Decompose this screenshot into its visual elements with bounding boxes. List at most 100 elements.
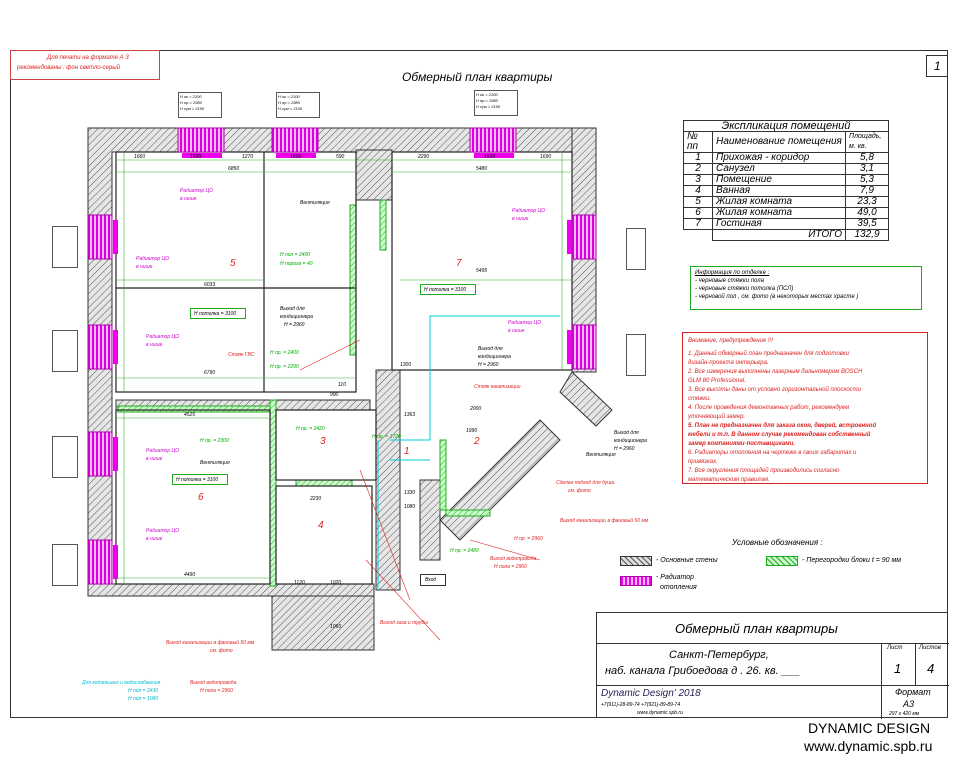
win-spec-w: Н пр = 2980 xyxy=(180,100,202,105)
kanal-photo-2: Выход водопровода xyxy=(190,680,237,686)
windows-top xyxy=(177,127,517,153)
finish-info-box: Информация по отделке : - черновые стяжк… xyxy=(690,266,922,310)
legend-radiator-swatch xyxy=(620,576,652,586)
row-name: Санузел xyxy=(712,163,846,175)
hpr-1720: Н пр. = 1720 xyxy=(372,434,401,440)
radiator-label-f2: в нише xyxy=(512,216,529,222)
dim-110: 110 xyxy=(338,382,346,388)
explication-title: Экспликация помещений xyxy=(683,120,889,132)
finish-info-line: - черновой пол , см. фото (в некоторых м… xyxy=(695,294,859,300)
dim-1300: 1300 xyxy=(400,362,412,368)
notes-line: 4. После проведения демонтажных работ, р… xyxy=(688,405,850,411)
tb-format: А3 xyxy=(903,699,915,709)
win-spec-right-1 xyxy=(626,228,646,270)
win-spec-w: Н пр = 2980 xyxy=(476,98,498,103)
win-spec-c: Н сум = 2100 xyxy=(278,106,303,111)
notes-line: математическим правилам. xyxy=(688,477,770,483)
col-no: № пп xyxy=(683,131,713,153)
row-area: 3,1 xyxy=(845,163,889,175)
row-area: 23,3 xyxy=(845,196,889,208)
dim-5480: 5480 xyxy=(476,166,488,172)
row-name: Жилая комната xyxy=(712,196,846,208)
partitions xyxy=(117,199,491,587)
hpr-2420: Н пр. = 2420 xyxy=(296,426,325,432)
notes-line: 7. Все округления площадей производились… xyxy=(688,468,840,474)
notes-title: Внимание, предупреждение !!! xyxy=(688,338,773,344)
row-no: 4 xyxy=(683,185,713,197)
heating-sub-1: Н пол = 2430 xyxy=(128,688,159,694)
kanal-photo-ref: см. фото xyxy=(210,648,233,654)
notes-line: привязках. xyxy=(688,459,718,465)
finish-info-line: - черновые стяжки потолка (ПСЛ) xyxy=(695,286,794,292)
dim-4490: 4490 xyxy=(184,572,196,578)
legend-main-walls-swatch xyxy=(620,556,652,566)
pipes xyxy=(377,315,560,590)
win-spec-right-2 xyxy=(626,334,646,376)
leader-lines xyxy=(299,339,541,641)
win-spec-left-3 xyxy=(52,436,78,478)
dim-1020: 1020 xyxy=(330,580,342,586)
hpor-40: Н порога = 40 xyxy=(280,261,313,267)
dim-top-6: 2290 xyxy=(418,154,430,160)
dim-top-3: 1270 xyxy=(242,154,254,160)
h-pr-note: Н пр. = 2960 xyxy=(514,536,543,542)
dim-1330: 1330 xyxy=(404,490,416,496)
sewer-photo: Сделан подход для душа xyxy=(556,480,615,486)
entrance-box xyxy=(420,574,446,586)
ventilation-label-3: Вентиляция xyxy=(586,452,616,458)
row-name: Ванная xyxy=(712,185,846,197)
dim-top-8: 1690 xyxy=(540,154,552,160)
radiator-label-c2: в нише xyxy=(146,342,163,348)
notes-line: мебели и т.п. В данном случае рекомендов… xyxy=(688,432,871,438)
water-note: Выход водопровода xyxy=(490,556,537,562)
hpr-2290: Н пр. = 2290 xyxy=(270,364,299,370)
row-area: 7,9 xyxy=(845,185,889,197)
total-label: ИТОГО xyxy=(712,229,846,241)
radiator-label-b2: в нише xyxy=(136,264,153,270)
win-spec-c: Н сум = 2100 xyxy=(180,106,205,111)
win-spec-left-4 xyxy=(52,544,78,586)
tb-sheet: 1 xyxy=(894,661,902,676)
dim-2230: 2230 xyxy=(310,496,322,502)
row-name: Жилая комната xyxy=(712,207,846,219)
row-area: 39,5 xyxy=(845,218,889,230)
dim-top-7: 1510 xyxy=(484,154,496,160)
dim-1990: 1990 xyxy=(466,428,478,434)
ceiling-height-box-1 xyxy=(190,308,246,319)
tb-sheet-label: Лист xyxy=(887,645,903,651)
row-no: 6 xyxy=(683,207,713,219)
tb-size: 297 х 420 мм xyxy=(889,711,920,717)
radiator-label-d2: в нише xyxy=(146,456,163,462)
title-block-divider-3 xyxy=(597,685,881,686)
dim-6790: 6790 xyxy=(204,370,216,376)
water-note-2: Н пола = 2960 xyxy=(494,564,527,570)
win-spec-h: Н ок = 2100 xyxy=(180,94,202,99)
room-outlines xyxy=(115,151,573,585)
finish-info-title: Информация по отделке : xyxy=(695,270,770,276)
row-no: 5 xyxy=(683,196,713,208)
notes-line: GLM 80 Professional. xyxy=(688,378,746,384)
win-spec-w: Н пр = 2980 xyxy=(278,100,300,105)
notes-line: дизайн-проекта интерьера. xyxy=(688,360,769,366)
notes-line: 2. Все измерения выполнены лазерным даль… xyxy=(688,369,863,375)
title-block-divider-1 xyxy=(597,643,949,644)
dim-6033: 6033 xyxy=(204,282,216,288)
radiator-label-e1: Радиатор ЦО xyxy=(146,528,180,534)
radiator-label-g2: в нише xyxy=(508,328,525,334)
sewer-photo-ref: см. фото xyxy=(568,488,591,494)
conditioner-a3: Н = 2960 xyxy=(284,322,305,328)
dim-1363: 1363 xyxy=(404,412,416,418)
sewer-note: Стояк канализации xyxy=(474,384,521,390)
notes-line: уточняющий замер. xyxy=(688,414,746,420)
row-area: 5,3 xyxy=(845,174,889,186)
radiators xyxy=(113,153,572,579)
legend-title: Условные обозначения : xyxy=(732,538,823,547)
legend-partitions-swatch xyxy=(766,556,798,566)
row-name: Прихожая - коридор xyxy=(712,152,846,164)
title-block-divider-2 xyxy=(881,643,882,719)
